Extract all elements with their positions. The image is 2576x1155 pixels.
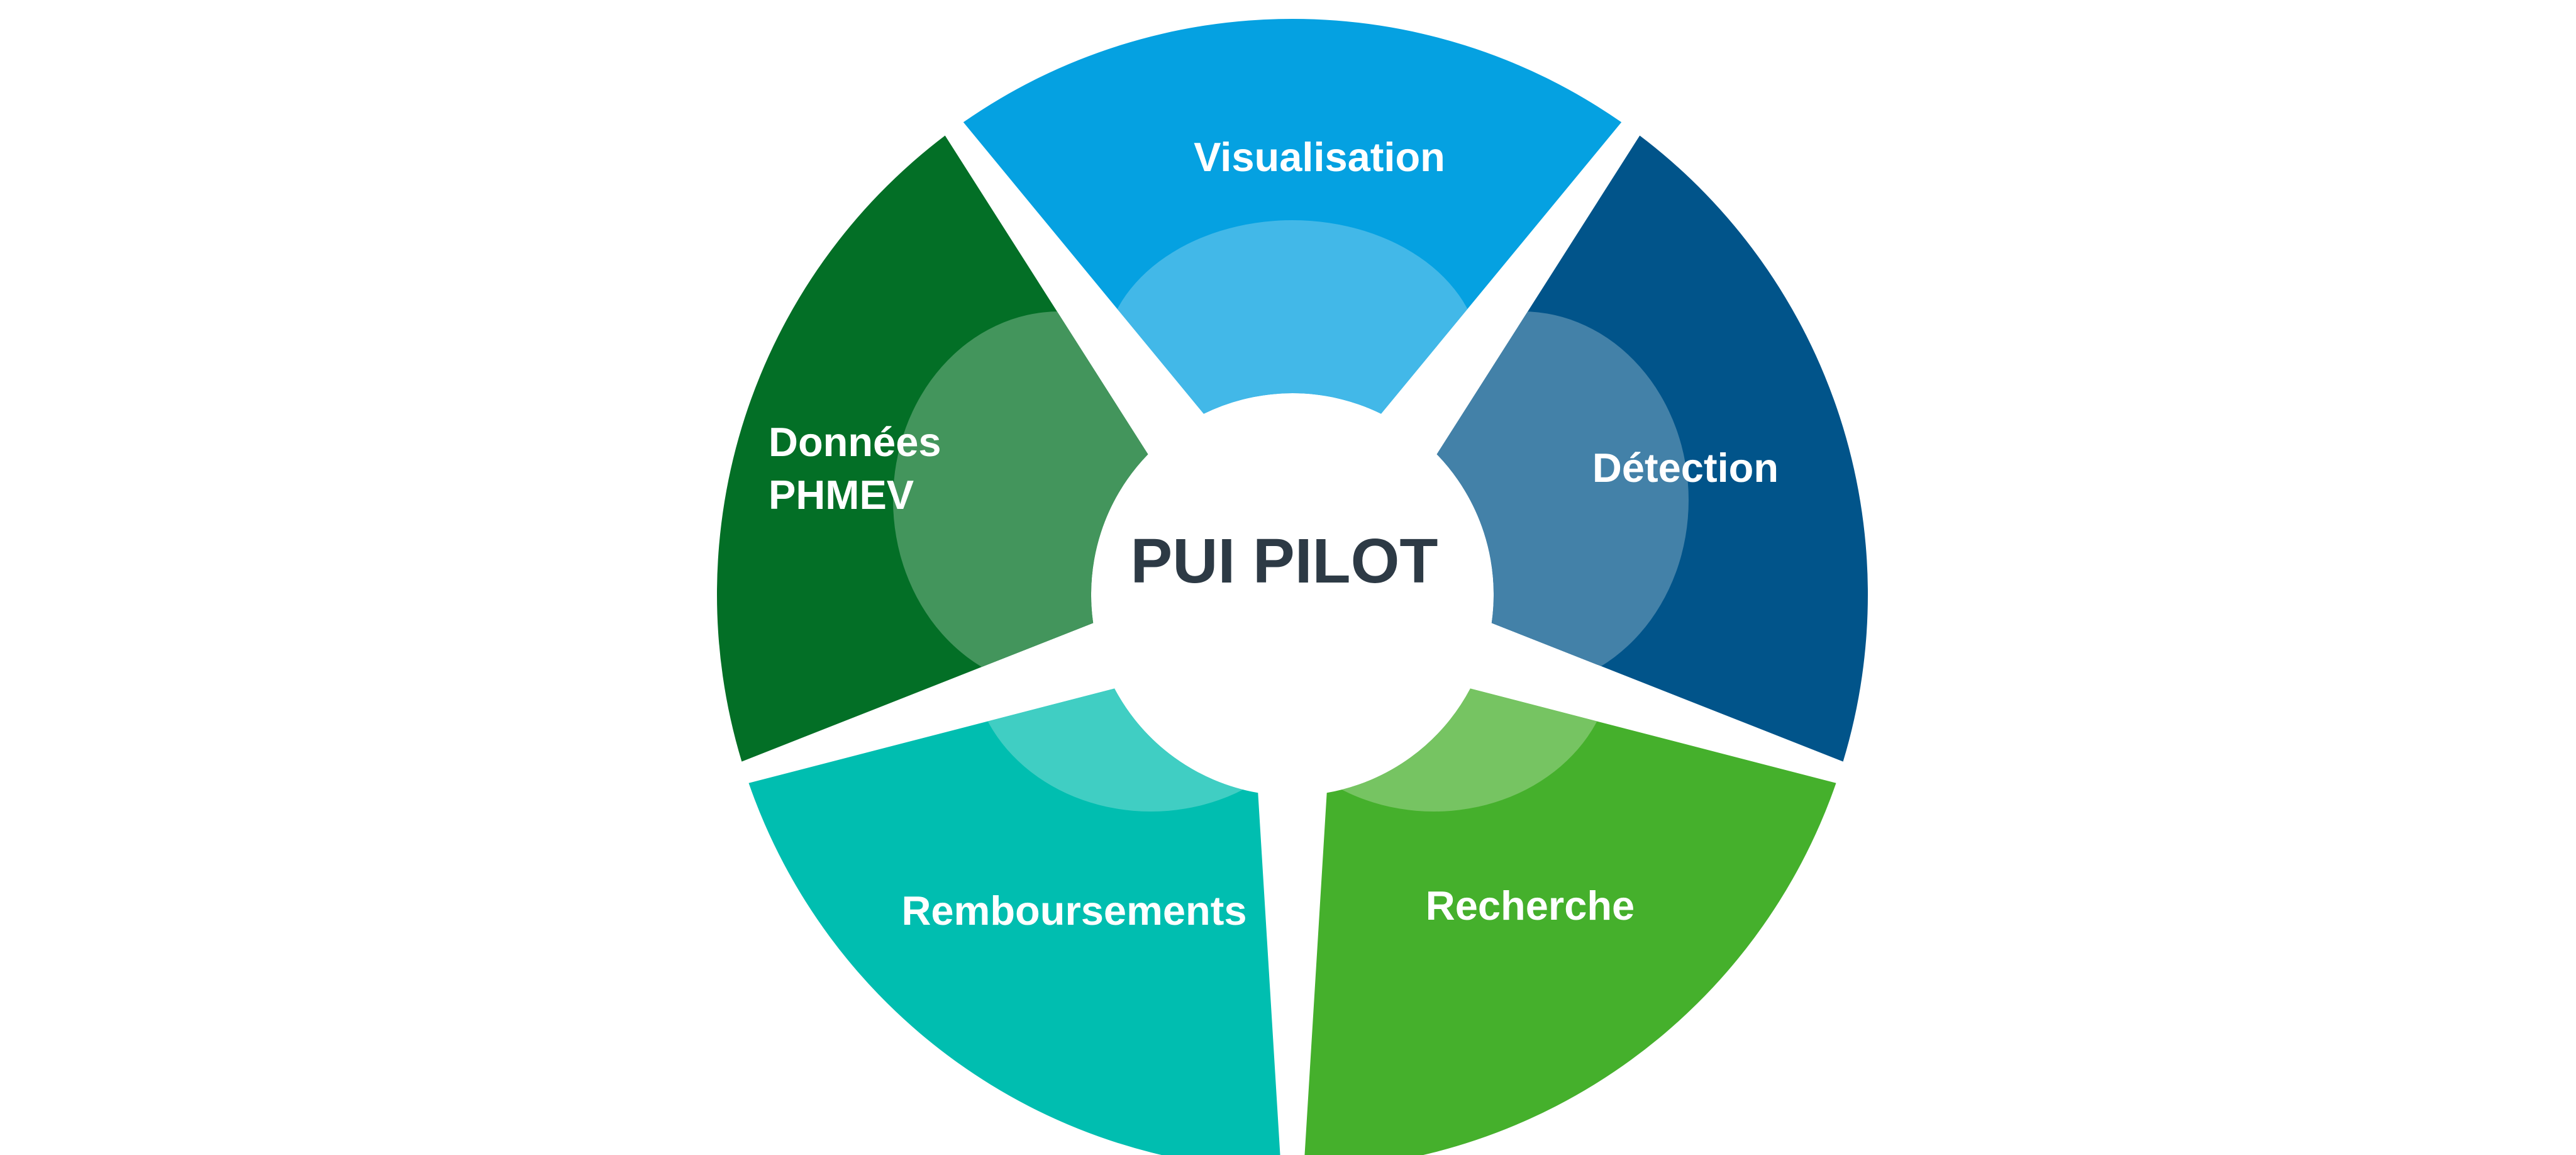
segment-visualisation-label-line: Visualisation <box>1194 134 1445 180</box>
segment-recherche-label-line: Recherche <box>1426 883 1635 929</box>
segment-recherche-label: Recherche <box>1426 883 1635 929</box>
segment-remboursements-label-line: Remboursements <box>901 888 1246 934</box>
segment-visualisation-label: Visualisation <box>1194 134 1445 180</box>
segment-detection-label-line: Détection <box>1592 445 1779 491</box>
segment-remboursements-label: Remboursements <box>901 888 1246 934</box>
segment-donnees-label-line-2: PHMEV <box>769 472 914 518</box>
segment-donnees-label: Données PHMEV <box>769 419 953 518</box>
center-title: PUI PILOT <box>1131 526 1438 596</box>
segment-donnees-label-line-1: Données <box>769 419 941 465</box>
segment-detection-label: Détection <box>1592 445 1779 491</box>
segment-visualisation-overlap <box>1104 220 1481 414</box>
segment-visualisation: Visualisation <box>963 18 1622 414</box>
